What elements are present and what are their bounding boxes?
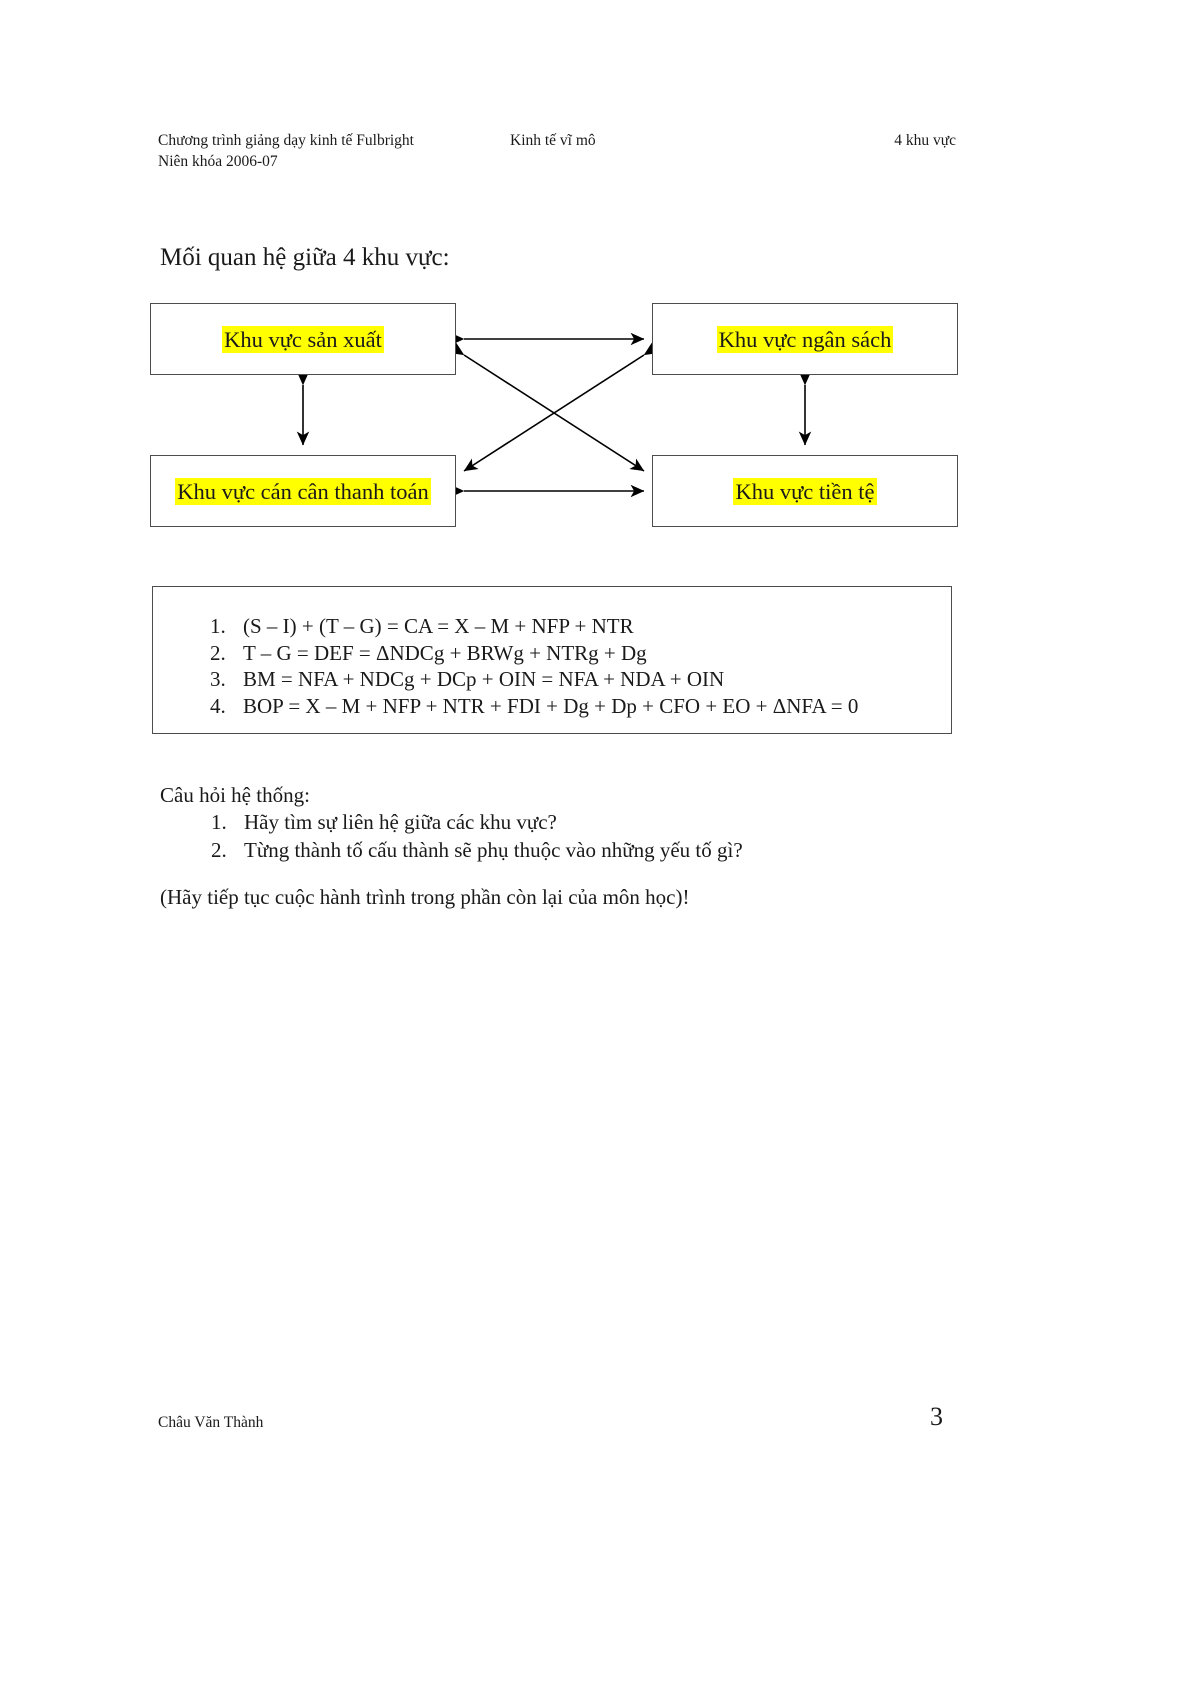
header-row-1: Chương trình giảng dạy kinh tế Fulbright… — [158, 130, 956, 151]
header-topic-name: 4 khu vực — [894, 132, 956, 149]
diagram-arrows — [296, 332, 812, 498]
page-header: Chương trình giảng dạy kinh tế Fulbright… — [158, 130, 956, 172]
header-row-2: Niên khóa 2006-07 — [158, 151, 956, 172]
equation-item: T – G = DEF = ΔNDCg + BRWg + NTRg + Dg — [231, 640, 951, 667]
header-program-name: Chương trình giảng dạy kinh tế Fulbright — [158, 132, 414, 149]
node-monetary-sector: Khu vực tiền tệ — [652, 455, 958, 527]
node-production-sector: Khu vực sản xuất — [150, 303, 456, 375]
footer-page-number: 3 — [930, 1402, 943, 1431]
node-balance-of-payments-sector: Khu vực cán cân thanh toán — [150, 455, 456, 527]
equations-list: (S – I) + (T – G) = CA = X – M + NFP + N… — [153, 587, 951, 719]
questions-list: Hãy tìm sự liên hệ giữa các khu vực? Từn… — [160, 808, 743, 864]
question-item: Từng thành tố cấu thành sẽ phụ thuộc vào… — [232, 836, 743, 864]
header-academic-year: Niên khóa 2006-07 — [158, 153, 278, 170]
arrow-budget-bop-diagonal — [463, 342, 659, 472]
equation-item: (S – I) + (T – G) = CA = X – M + NFP + N… — [231, 613, 951, 640]
equation-item: BOP = X – M + NFP + NTR + FDI + Dg + Dp … — [231, 693, 951, 720]
four-sector-diagram: Khu vực sản xuất Khu vực ngân sách Khu v… — [150, 303, 958, 531]
node-production-sector-label: Khu vực sản xuất — [222, 325, 384, 353]
footer-author: Châu Văn Thành — [158, 1414, 264, 1431]
equation-item: BM = NFA + NDCg + DCp + OIN = NFA + NDA … — [231, 666, 951, 693]
node-balance-of-payments-sector-label: Khu vực cán cân thanh toán — [175, 477, 431, 505]
header-course-name: Kinh tế vĩ mô — [510, 132, 596, 149]
node-budget-sector-label: Khu vực ngân sách — [716, 325, 894, 353]
node-monetary-sector-label: Khu vực tiền tệ — [733, 477, 877, 505]
closing-note: (Hãy tiếp tục cuộc hành trình trong phần… — [160, 885, 690, 909]
scan-edge-artifact — [540, 1676, 1140, 1685]
node-budget-sector: Khu vực ngân sách — [652, 303, 958, 375]
questions-heading: Câu hỏi hệ thống: — [160, 783, 310, 807]
equations-box: (S – I) + (T – G) = CA = X – M + NFP + N… — [152, 586, 952, 734]
question-item: Hãy tìm sự liên hệ giữa các khu vực? — [232, 808, 743, 836]
section-title: Mối quan hệ giữa 4 khu vực: — [160, 244, 450, 271]
